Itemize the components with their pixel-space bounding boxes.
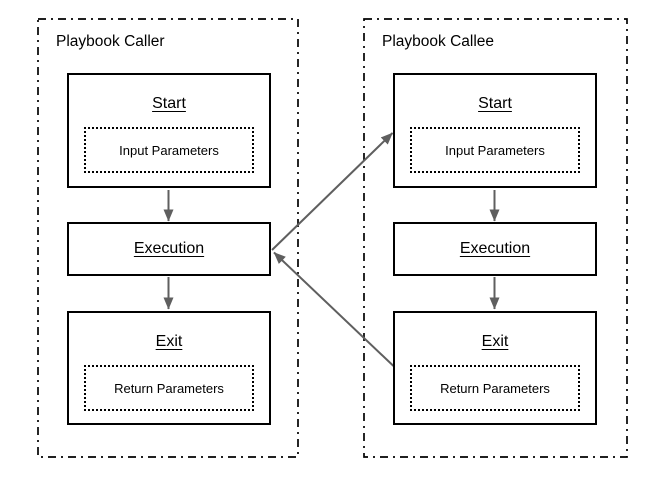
arrow-caller-execution-to-callee-start bbox=[271, 132, 394, 251]
caller-start-node: Start Input Parameters bbox=[67, 73, 271, 188]
caller-exit-heading: Exit bbox=[155, 333, 183, 350]
callee-lane-border bbox=[363, 18, 628, 458]
callee-exit-node: Exit Return Parameters bbox=[393, 311, 597, 425]
caller-execution-node: Execution bbox=[67, 222, 271, 276]
caller-start-heading: Start bbox=[152, 95, 186, 112]
caller-exit-node: Exit Return Parameters bbox=[67, 311, 271, 425]
callee-start-node: Start Input Parameters bbox=[393, 73, 597, 188]
callee-execution-heading: Execution bbox=[459, 240, 531, 257]
caller-input-parameters-label: Input Parameters bbox=[119, 142, 219, 158]
callee-return-parameters-label: Return Parameters bbox=[440, 380, 550, 396]
callee-input-parameters-label: Input Parameters bbox=[445, 142, 545, 158]
callee-start-heading: Start bbox=[478, 95, 512, 112]
caller-return-parameters-label: Return Parameters bbox=[114, 380, 224, 396]
arrow-callee-exit-to-caller-execution bbox=[273, 251, 395, 367]
caller-return-parameters-box: Return Parameters bbox=[84, 365, 254, 411]
callee-input-parameters-box: Input Parameters bbox=[410, 127, 580, 173]
callee-exit-heading: Exit bbox=[481, 333, 509, 350]
caller-lane-title: Playbook Caller bbox=[56, 33, 165, 50]
caller-execution-heading: Execution bbox=[133, 240, 205, 257]
caller-input-parameters-box: Input Parameters bbox=[84, 127, 254, 173]
callee-execution-node: Execution bbox=[393, 222, 597, 276]
callee-return-parameters-box: Return Parameters bbox=[410, 365, 580, 411]
callee-lane-title: Playbook Callee bbox=[382, 33, 495, 50]
caller-lane-border bbox=[37, 18, 299, 458]
